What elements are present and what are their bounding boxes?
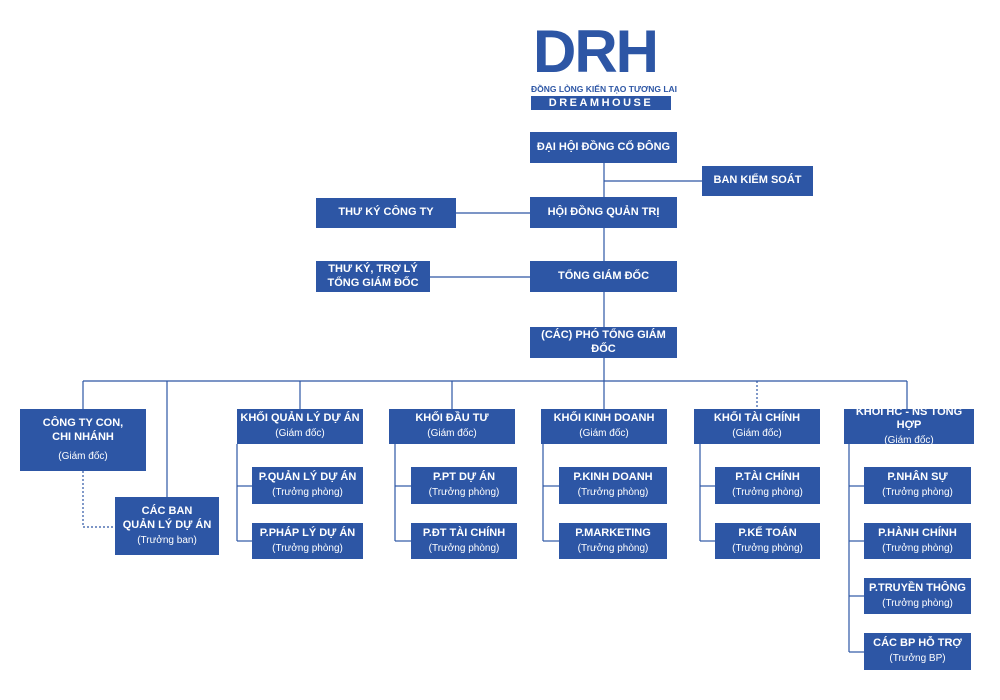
logo-mark: DRH <box>533 18 659 85</box>
node-title: TỔNG GIÁM ĐỐC <box>557 269 650 282</box>
node-title: P.NHÂN SỰ <box>887 471 948 484</box>
node-block-finance[interactable]: KHỐI TÀI CHÍNH (Giám đốc) <box>694 409 820 444</box>
node-vice-ceo[interactable]: (CÁC) PHÓ TỔNG GIÁM ĐỐC <box>530 327 677 358</box>
node-project-boards[interactable]: CÁC BAN QUẢN LÝ DỰ ÁN (Trưởng ban) <box>115 497 219 555</box>
node-dept-project-development[interactable]: P.PT DỰ ÁN (Trưởng phòng) <box>411 467 517 504</box>
node-title: HỘI ĐỒNG QUẢN TRỊ <box>547 205 660 218</box>
node-title: KHỐI QUẢN LÝ DỰ ÁN <box>240 412 360 425</box>
node-title: CÔNG TY CON, CHI NHÁNH <box>42 417 124 443</box>
node-title: P.TRUYỀN THÔNG <box>869 581 966 594</box>
node-support-units[interactable]: CÁC BP HỖ TRỢ (Trưởng BP) <box>864 633 971 670</box>
node-title: KHỐI TÀI CHÍNH <box>713 412 801 425</box>
node-block-hr-admin[interactable]: KHỐI HC - NS TỔNG HỢP (Giám đốc) <box>844 405 974 446</box>
node-dept-financial-investment[interactable]: P.ĐT TÀI CHÍNH (Trưởng phòng) <box>411 523 517 559</box>
node-subtitle: (Trưởng BP) <box>889 653 946 665</box>
node-title: ĐẠI HỘI ĐỒNG CỔ ĐÔNG <box>536 140 671 153</box>
node-subtitle: (Trưởng phòng) <box>577 542 649 554</box>
node-dept-project-management[interactable]: P.QUẢN LÝ DỰ ÁN (Trưởng phòng) <box>252 467 363 504</box>
node-title: KHỐI HC - NS TỔNG HỢP <box>855 405 963 432</box>
node-title: P.ĐT TÀI CHÍNH <box>422 526 506 539</box>
node-dept-hr[interactable]: P.NHÂN SỰ (Trưởng phòng) <box>864 467 971 504</box>
node-title: P.TÀI CHÍNH <box>735 471 800 484</box>
node-block-investment[interactable]: KHỐI ĐẦU TƯ (Giám đốc) <box>389 409 515 444</box>
node-title: THƯ KÝ, TRỢ LÝ TỔNG GIÁM ĐỐC <box>327 262 419 289</box>
node-subtitle: (Trưởng phòng) <box>732 487 803 499</box>
node-title: P.PT DỰ ÁN <box>432 471 496 484</box>
node-subtitle: (Trưởng phòng) <box>272 542 343 554</box>
node-ceo-assistant[interactable]: THƯ KÝ, TRỢ LÝ TỔNG GIÁM ĐỐC <box>316 261 430 292</box>
node-title: P.KINH DOANH <box>573 471 653 484</box>
node-subtitle: (Trưởng phòng) <box>732 542 803 554</box>
node-title: CÁC BAN QUẢN LÝ DỰ ÁN <box>122 505 212 531</box>
node-dept-accounting[interactable]: P.KẾ TOÁN (Trưởng phòng) <box>715 523 820 559</box>
node-subtitle: (Giám đốc) <box>275 428 325 440</box>
node-subtitle: (Trưởng phòng) <box>428 542 500 554</box>
node-title: (CÁC) PHÓ TỔNG GIÁM ĐỐC <box>541 328 666 355</box>
node-supervisory[interactable]: BAN KIỂM SOÁT <box>702 166 813 196</box>
node-title: KHỐI ĐẦU TƯ <box>415 412 489 425</box>
node-title: BAN KIỂM SOÁT <box>713 174 802 187</box>
node-subtitle: (Trưởng phòng) <box>882 542 953 554</box>
node-ceo[interactable]: TỔNG GIÁM ĐỐC <box>530 261 677 292</box>
logo-brand: DREAMHOUSE <box>531 96 671 110</box>
node-title: P.HÀNH CHÍNH <box>878 526 957 539</box>
node-company-secretary[interactable]: THƯ KÝ CÔNG TY <box>316 198 456 228</box>
node-subtitle: (Giám đốc) <box>58 450 108 462</box>
node-dept-sales[interactable]: P.KINH DOANH (Trưởng phòng) <box>559 467 667 504</box>
node-subtitle: (Trưởng phòng) <box>882 487 953 499</box>
node-subtitle: (Giám đốc) <box>884 435 934 446</box>
node-dept-project-legal[interactable]: P.PHÁP LÝ DỰ ÁN (Trưởng phòng) <box>252 523 363 559</box>
node-subtitle: (Giám đốc) <box>579 428 629 440</box>
node-block-sales[interactable]: KHỐI KINH DOANH (Giám đốc) <box>541 409 667 444</box>
node-subtitle: (Trưởng phòng) <box>577 487 649 499</box>
node-title: THƯ KÝ CÔNG TY <box>338 206 434 219</box>
node-subtitle: (Trưởng phòng) <box>272 487 343 499</box>
company-logo: DRH ĐỒNG LÒNG KIẾN TẠO TƯƠNG LAI DREAMHO… <box>531 22 679 116</box>
node-dept-administration[interactable]: P.HÀNH CHÍNH (Trưởng phòng) <box>864 523 971 559</box>
logo-slogan: ĐỒNG LÒNG KIẾN TẠO TƯƠNG LAI <box>531 84 678 94</box>
node-title: P.KẾ TOÁN <box>738 526 797 539</box>
node-subsidiary[interactable]: CÔNG TY CON, CHI NHÁNH (Giám đốc) <box>20 409 146 471</box>
node-subtitle: (Giám đốc) <box>732 428 782 440</box>
node-dept-finance[interactable]: P.TÀI CHÍNH (Trưởng phòng) <box>715 467 820 504</box>
node-title: CÁC BP HỖ TRỢ <box>873 637 962 650</box>
node-dept-marketing[interactable]: P.MARKETING (Trưởng phòng) <box>559 523 667 559</box>
node-title: P.QUẢN LÝ DỰ ÁN <box>258 471 357 484</box>
node-subtitle: (Giám đốc) <box>427 428 477 440</box>
node-board[interactable]: HỘI ĐỒNG QUẢN TRỊ <box>530 197 677 228</box>
node-dept-communications[interactable]: P.TRUYỀN THÔNG (Trưởng phòng) <box>864 578 971 614</box>
node-title: KHỐI KINH DOANH <box>553 412 655 425</box>
node-block-project-management[interactable]: KHỐI QUẢN LÝ DỰ ÁN (Giám đốc) <box>237 409 363 444</box>
node-title: P.PHÁP LÝ DỰ ÁN <box>259 526 356 539</box>
node-title: P.MARKETING <box>575 526 651 539</box>
node-subtitle: (Trưởng phòng) <box>882 597 953 609</box>
node-shareholders[interactable]: ĐẠI HỘI ĐỒNG CỔ ĐÔNG <box>530 132 677 163</box>
node-subtitle: (Trưởng ban) <box>137 534 197 546</box>
node-subtitle: (Trưởng phòng) <box>428 487 500 499</box>
